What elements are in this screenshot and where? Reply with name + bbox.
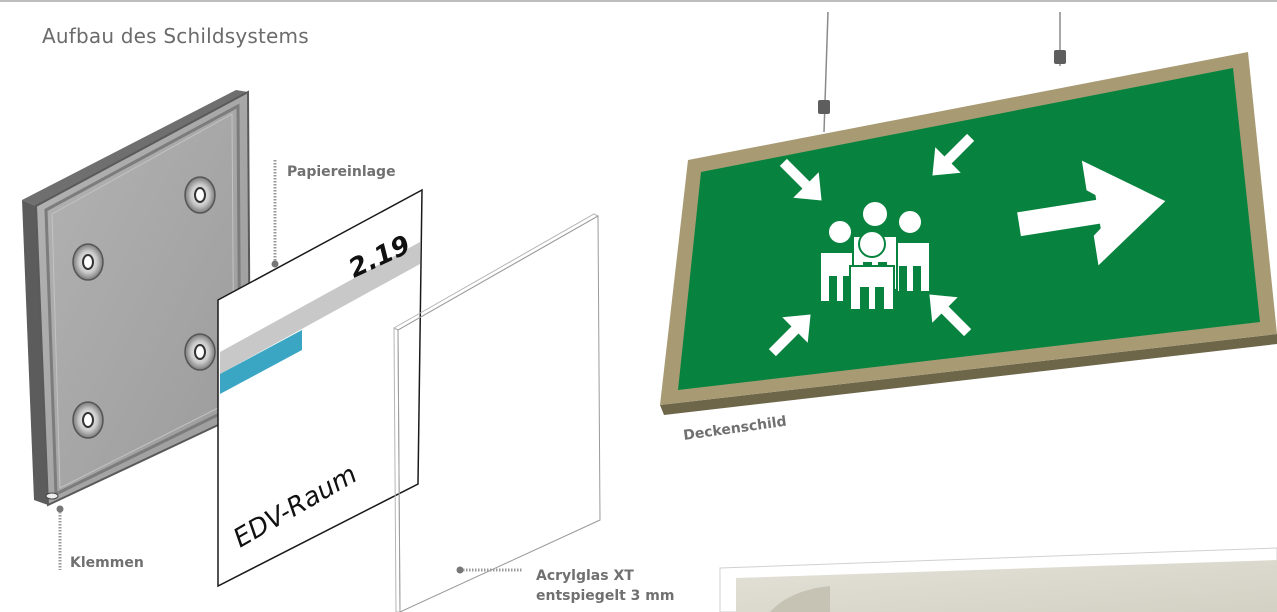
leader-papiereinlage [271,160,279,268]
paper-insert: 2.19 EDV-Raum [217,188,423,588]
photo-preview [719,547,1277,612]
hanger-clip-icon [818,100,830,114]
page-title: Aufbau des Schildsystems [42,24,309,48]
hanger-clip-icon [1054,50,1066,64]
mounting-hole-icon [184,333,216,371]
back-frame [22,90,252,507]
label-klemmen: Klemmen [70,555,144,571]
top-rule [0,0,1277,2]
inward-arrows-icon [768,133,975,357]
mounting-hole-icon [72,401,104,439]
acrylic-glass-pane [392,213,601,612]
mounting-hole-icon [184,176,216,214]
label-acrylglas-line1: Acrylglas XT [536,568,634,584]
label-papiereinlage: Papiereinlage [287,164,396,180]
arrow-right-icon [1017,160,1166,266]
mounting-hole-icon [72,243,104,281]
assembly-point-people-icon [819,200,931,311]
leader-acrylglas [456,566,522,574]
label-deckenschild: Deckenschild [682,414,787,444]
ceiling-sign [660,11,1277,415]
leader-klemmen [56,505,64,570]
label-acrylglas-line2: entspiegelt 3 mm [536,588,674,604]
